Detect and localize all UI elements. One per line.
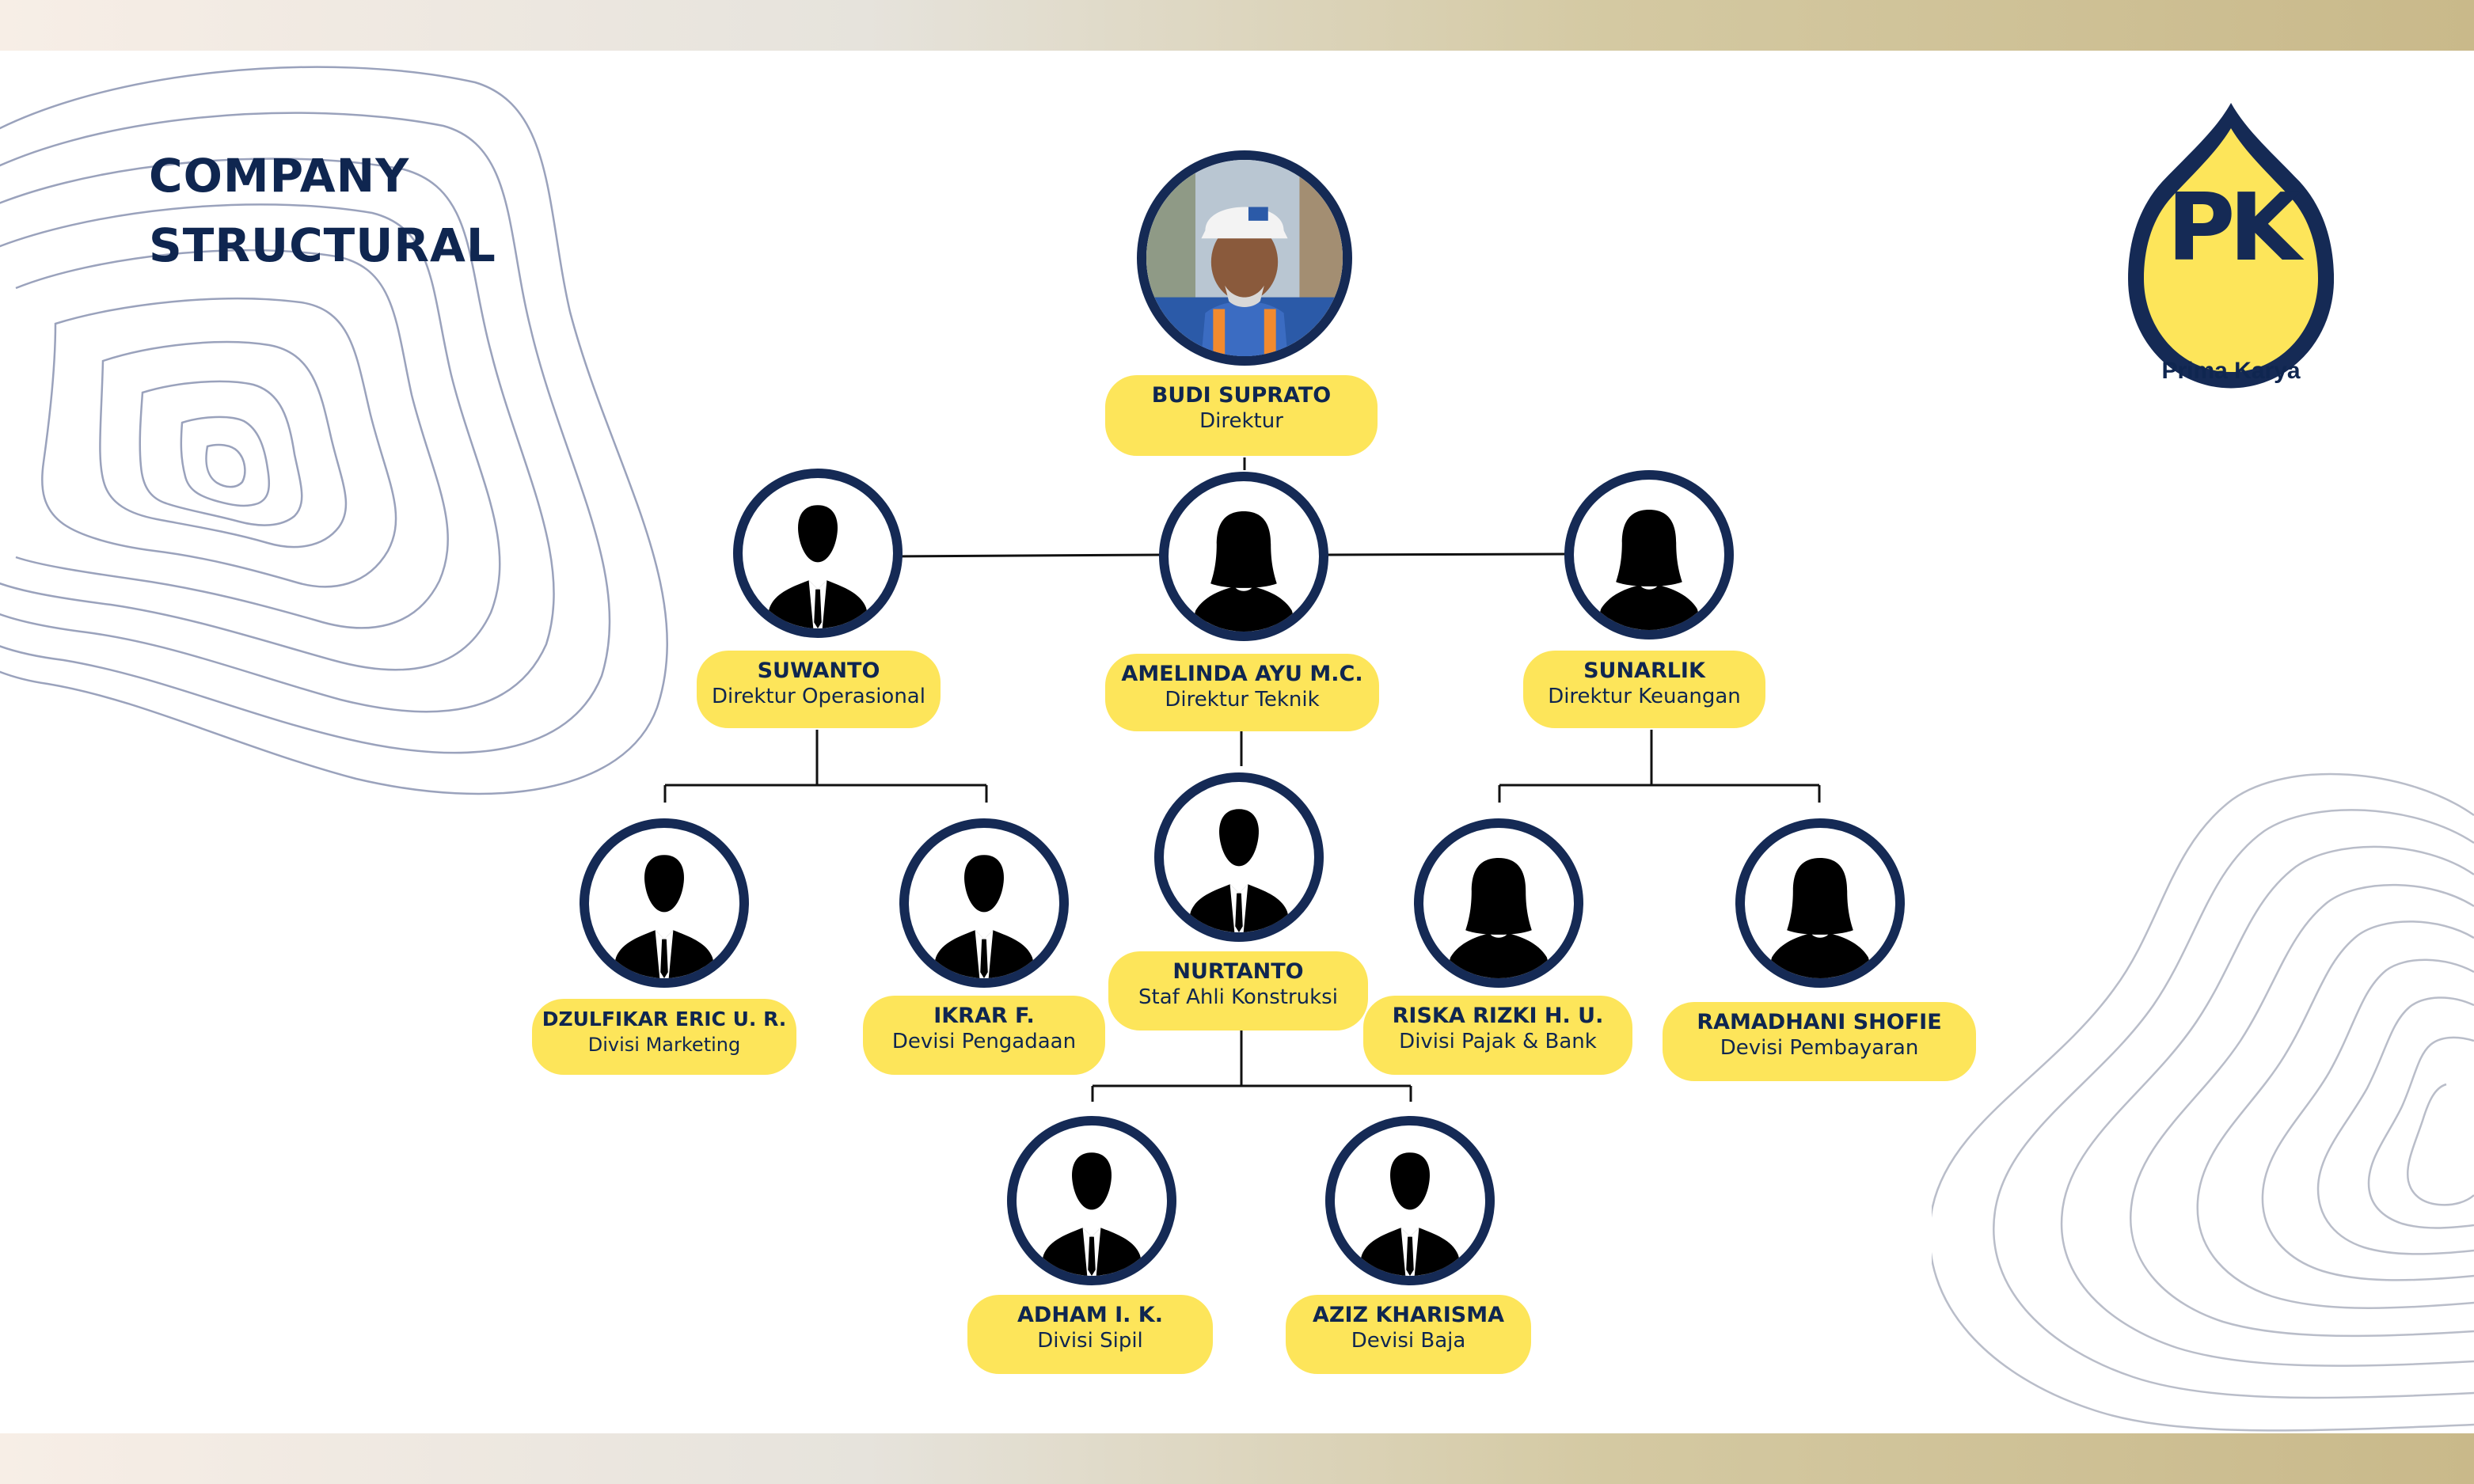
name-pill-ramadhani: RAMADHANI SHOFIE Devisi Pembayaran — [1663, 1002, 1976, 1081]
person-role: Direktur Keuangan — [1548, 685, 1741, 708]
person-name: ADHAM I. K. — [1017, 1303, 1163, 1327]
prima-karya-logo-icon — [2128, 102, 2334, 389]
person-name: IKRAR F. — [933, 1004, 1035, 1028]
person-name: NURTANTO — [1172, 959, 1304, 984]
avatar-photo-budi — [1137, 150, 1352, 366]
person-role: Direktur Operasional — [712, 685, 925, 708]
person-name: AZIZ KHARISMA — [1313, 1303, 1504, 1327]
male-avatar-icon — [1037, 1152, 1146, 1276]
avatar-ramadhani — [1735, 818, 1905, 988]
name-pill-adham: ADHAM I. K. Divisi Sipil — [967, 1295, 1213, 1374]
topographic-lines-left — [0, 66, 668, 795]
person-name: BUDI SUPRATO — [1151, 383, 1332, 408]
name-pill-aziz: AZIZ KHARISMA Devisi Baja — [1286, 1295, 1531, 1374]
person-name: SUWANTO — [757, 659, 880, 683]
male-avatar-icon — [763, 505, 872, 628]
person-role: Divisi Marketing — [587, 1034, 741, 1056]
page-title-line-2: STRUCTURAL — [149, 218, 496, 272]
avatar-suwanto — [733, 469, 903, 638]
bottom-decorative-band — [0, 1433, 2474, 1484]
female-avatar-icon — [1444, 858, 1553, 978]
page-title-line-1: COMPANY — [149, 149, 410, 203]
male-avatar-icon — [610, 855, 719, 978]
name-pill-nurtanto: NURTANTO Staf Ahli Konstruksi — [1108, 951, 1368, 1030]
person-role: Devisi Pengadaan — [891, 1030, 1077, 1053]
page-title: COMPANY STRUCTURAL — [149, 141, 496, 280]
avatar-aziz — [1325, 1116, 1495, 1285]
name-pill-ikrar: IKRAR F. Devisi Pengadaan — [863, 996, 1105, 1075]
name-pill-amelinda: AMELINDA AYU M.C. Direktur Teknik — [1105, 654, 1379, 731]
avatar-ikrar — [899, 818, 1069, 988]
person-name: RISKA RIZKI H. U. — [1392, 1004, 1604, 1028]
person-name: SUNARLIK — [1583, 659, 1705, 683]
name-pill-budi: BUDI SUPRATO Direktur — [1105, 375, 1378, 456]
name-pill-dzulfikar: DZULFIKAR ERIC U. R. Divisi Marketing — [532, 999, 796, 1075]
avatar-dzulfikar — [580, 818, 749, 988]
top-decorative-band — [0, 0, 2474, 51]
logo-brand-name: Prima Karya — [2161, 358, 2301, 384]
male-avatar-icon — [1184, 809, 1294, 932]
person-name: DZULFIKAR ERIC U. R. — [542, 1008, 787, 1030]
avatar-sunarlik — [1564, 470, 1734, 640]
female-avatar-icon — [1189, 511, 1298, 632]
person-role: Devisi Baja — [1351, 1329, 1466, 1353]
person-role: Staf Ahli Konstruksi — [1138, 985, 1338, 1009]
avatar-adham — [1007, 1116, 1176, 1285]
person-role: Devisi Pembayaran — [1720, 1036, 1919, 1060]
female-avatar-icon — [1765, 858, 1875, 978]
person-name: AMELINDA AYU M.C. — [1121, 662, 1363, 686]
person-role: Direktur Teknik — [1165, 688, 1320, 712]
person-role: Direktur — [1199, 409, 1283, 433]
avatar-nurtanto — [1154, 772, 1324, 942]
avatar-amelinda — [1159, 472, 1328, 641]
person-name: RAMADHANI SHOFIE — [1697, 1010, 1942, 1034]
logo-initials: PK — [2167, 173, 2301, 282]
worker-portrait-icon — [1146, 160, 1343, 356]
name-pill-suwanto: SUWANTO Direktur Operasional — [697, 651, 941, 728]
name-pill-riska: RISKA RIZKI H. U. Divisi Pajak & Bank — [1363, 996, 1632, 1075]
person-role: Divisi Sipil — [1037, 1329, 1143, 1353]
male-avatar-icon — [929, 855, 1039, 978]
male-avatar-icon — [1355, 1152, 1465, 1276]
person-role: Divisi Pajak & Bank — [1399, 1030, 1597, 1053]
topographic-lines-right — [1932, 772, 2474, 1432]
female-avatar-icon — [1594, 510, 1704, 630]
name-pill-sunarlik: SUNARLIK Direktur Keuangan — [1523, 651, 1765, 728]
avatar-riska — [1414, 818, 1583, 988]
